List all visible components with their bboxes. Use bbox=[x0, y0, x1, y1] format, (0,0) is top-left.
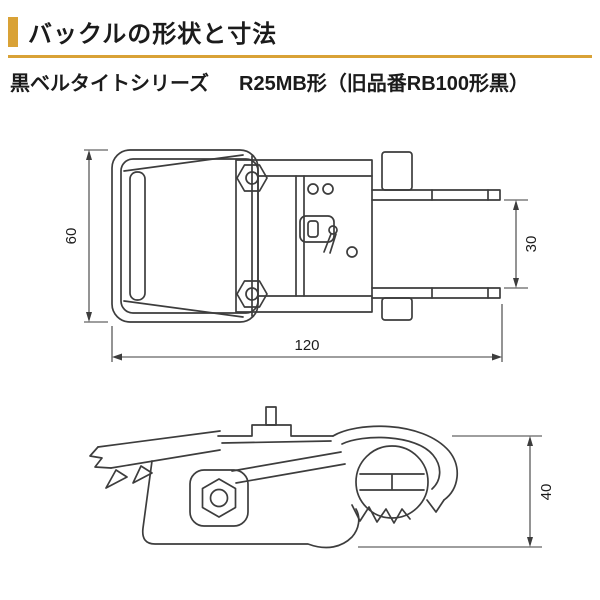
rivets bbox=[307, 183, 334, 195]
dim-label-30: 30 bbox=[523, 236, 540, 253]
hex-nut-bottom bbox=[236, 280, 268, 308]
handle bbox=[89, 430, 221, 489]
subtitle: 黒ベルタイトシリーズ R25MB形（旧品番RB100形黒） bbox=[0, 58, 600, 96]
hex-bolt-head bbox=[201, 478, 237, 518]
shaft-clip-top bbox=[381, 151, 413, 191]
bolt-boss bbox=[189, 469, 249, 527]
hook bbox=[332, 425, 458, 513]
frame-diagonal-arms bbox=[123, 154, 244, 318]
dimension-120: 120 bbox=[111, 304, 503, 362]
dimension-60: 60 bbox=[63, 149, 108, 323]
webbing-slot bbox=[129, 171, 146, 301]
hex-nut-top bbox=[236, 164, 268, 192]
release-latch bbox=[299, 215, 335, 243]
center-guide-bar bbox=[295, 175, 305, 297]
title-underline bbox=[8, 55, 592, 58]
spring-pivot bbox=[346, 246, 358, 258]
ratchet-wheel bbox=[355, 445, 429, 519]
top-view-drawing: 60 30 120 bbox=[63, 149, 540, 362]
dim-label-40: 40 bbox=[538, 484, 555, 501]
body-bottom-edge bbox=[141, 460, 360, 549]
side-rails bbox=[257, 175, 373, 297]
body-top-inner-line bbox=[221, 440, 332, 444]
dim-label-60: 60 bbox=[63, 228, 80, 245]
page-title: バックルの形状と寸法 bbox=[28, 21, 278, 48]
title-accent-bar bbox=[8, 16, 18, 47]
strap-slot-lines bbox=[231, 451, 346, 484]
title-row: バックルの形状と寸法 bbox=[0, 0, 600, 55]
dim-label-120: 120 bbox=[294, 337, 319, 354]
body-top-edge bbox=[217, 424, 334, 437]
model-name: R25MB形（旧品番RB100形黒） bbox=[239, 73, 530, 95]
dimension-40: 40 bbox=[358, 435, 555, 548]
top-pin bbox=[265, 406, 277, 426]
ratchet-body-outline bbox=[235, 159, 373, 313]
cotter-pin bbox=[323, 225, 338, 254]
axle-shafts bbox=[371, 189, 501, 299]
gear-teeth bbox=[351, 504, 411, 524]
side-view-drawing: 40 bbox=[89, 406, 555, 549]
dimension-30: 30 bbox=[504, 199, 540, 289]
header: バックルの形状と寸法 黒ベルタイトシリーズ R25MB形（旧品番RB100形黒） bbox=[0, 0, 600, 96]
series-name: 黒ベルタイトシリーズ bbox=[10, 73, 209, 95]
frame-inner-outline bbox=[120, 158, 259, 314]
axle-tick-marks bbox=[431, 189, 489, 299]
shaft-clip-bottom bbox=[381, 297, 413, 321]
